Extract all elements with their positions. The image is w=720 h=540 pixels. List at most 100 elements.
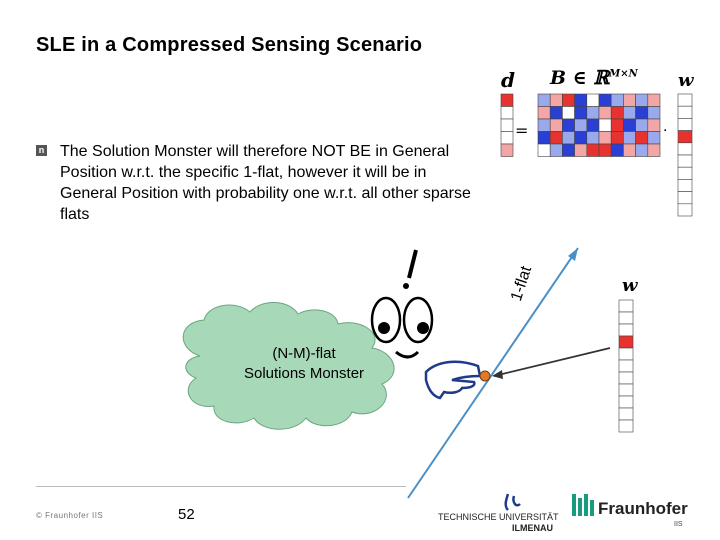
d-symbol: d	[501, 68, 515, 92]
b-matrix-cell	[623, 93, 636, 107]
b-matrix-cell	[586, 118, 600, 132]
b-matrix-cell	[537, 131, 551, 145]
w-vector-lower-cell	[618, 395, 634, 409]
b-matrix-cell	[610, 93, 624, 107]
b-matrix-cell	[586, 143, 600, 157]
b-matrix-cell	[562, 106, 575, 120]
w-vector-top	[677, 93, 693, 217]
exclamation-mark	[403, 249, 418, 289]
b-matrix-cell	[549, 118, 563, 132]
intersection-point	[479, 370, 491, 382]
d-vector-cell	[500, 131, 514, 145]
b-matrix-cell	[537, 106, 551, 120]
w-vector-lower-cell	[618, 299, 634, 313]
w-vector-cell	[677, 130, 693, 144]
w-vector-cell	[677, 191, 693, 205]
b-matrix-cell	[549, 131, 563, 145]
b-matrix-cell	[598, 106, 612, 120]
equals-sign: =	[515, 121, 529, 140]
b-matrix-cell	[562, 93, 575, 107]
w-vector-lower-cell	[618, 323, 634, 337]
b-matrix-cell	[598, 143, 612, 157]
b-matrix-cell	[586, 131, 600, 145]
b-matrix-cell	[623, 118, 636, 132]
footer-divider	[36, 486, 406, 487]
b-matrix-cell	[610, 118, 624, 132]
b-matrix-cell	[574, 143, 588, 157]
d-vector-cell	[500, 143, 514, 157]
arrow-to-intersection	[492, 347, 611, 379]
w-vector-cell	[677, 203, 693, 217]
page-number: 52	[178, 506, 195, 523]
b-matrix-cell	[647, 106, 661, 120]
b-matrix-cell	[562, 143, 575, 157]
d-vector-cell	[500, 106, 514, 120]
d-vector-cell	[500, 118, 514, 132]
pointing-hand-icon	[424, 360, 482, 400]
b-symbol: B ∈ ℝM×N	[550, 67, 638, 89]
monster-eye-right	[402, 296, 434, 344]
b-matrix-cell	[562, 118, 575, 132]
w-vector-cell	[677, 154, 693, 168]
b-matrix-cell	[549, 143, 563, 157]
b-matrix-cell	[574, 93, 588, 107]
b-matrix-cell	[635, 118, 649, 132]
b-matrix-cell	[647, 118, 661, 132]
b-matrix-cell	[574, 118, 588, 132]
w-vector-cell	[677, 166, 693, 180]
w-vector-cell	[677, 93, 693, 107]
slide-title: SLE in a Compressed Sensing Scenario	[36, 34, 423, 56]
b-matrix-cell	[537, 93, 551, 107]
bullet-marker: n	[36, 145, 47, 156]
b-matrix-cell	[549, 93, 563, 107]
w-symbol-lower: w	[622, 275, 638, 296]
w-vector-lower-cell	[618, 407, 634, 421]
b-matrix-cell	[537, 118, 551, 132]
b-matrix-cell	[647, 93, 661, 107]
w-vector-cell	[677, 142, 693, 156]
b-matrix-cell	[574, 106, 588, 120]
b-matrix-cell	[610, 106, 624, 120]
b-matrix-cell	[610, 143, 624, 157]
b-symbol-text: B ∈ ℝ	[550, 67, 610, 89]
b-matrix-cell	[537, 143, 551, 157]
w-vector-lower	[618, 299, 634, 433]
b-matrix-cell	[647, 131, 661, 145]
b-matrix-cell	[610, 131, 624, 145]
b-matrix	[537, 93, 661, 157]
w-vector-cell	[677, 105, 693, 119]
tu-logo-text-line2: ILMENAU	[512, 523, 553, 532]
w-vector-lower-cell	[618, 359, 634, 373]
d-vector-cell	[500, 93, 514, 107]
copyright-text: © Fraunhofer IIS	[36, 511, 104, 520]
w-vector-lower-cell	[618, 311, 634, 325]
b-superscript: M×N	[609, 68, 638, 80]
b-matrix-cell	[586, 93, 600, 107]
w-vector-lower-cell	[618, 419, 634, 433]
bullet-text: The Solution Monster will therefore NOT …	[60, 143, 471, 223]
monster-mouth	[395, 350, 420, 359]
w-symbol-top: w	[678, 70, 694, 91]
b-matrix-cell	[562, 131, 575, 145]
monster-label: (N-M)-flat Solutions Monster	[206, 344, 402, 384]
b-matrix-cell	[598, 93, 612, 107]
equation-period: .	[663, 118, 668, 135]
b-matrix-cell	[623, 106, 636, 120]
w-vector-lower-cell	[618, 383, 634, 397]
w-vector-lower-cell	[618, 347, 634, 361]
one-flat-line	[407, 247, 579, 499]
w-vector-lower-cell	[618, 335, 634, 349]
b-matrix-cell	[574, 131, 588, 145]
monster-label-line2: Solutions Monster	[243, 365, 365, 382]
b-matrix-cell	[623, 131, 636, 145]
w-vector-lower-cell	[618, 371, 634, 385]
b-matrix-cell	[549, 106, 563, 120]
w-vector-cell	[677, 179, 693, 192]
fraunhofer-logo-sub: IIS	[674, 521, 683, 528]
b-matrix-cell	[586, 106, 600, 120]
solutions-monster-cloud	[182, 302, 395, 430]
bullet-point: n The Solution Monster will therefore NO…	[36, 141, 476, 225]
